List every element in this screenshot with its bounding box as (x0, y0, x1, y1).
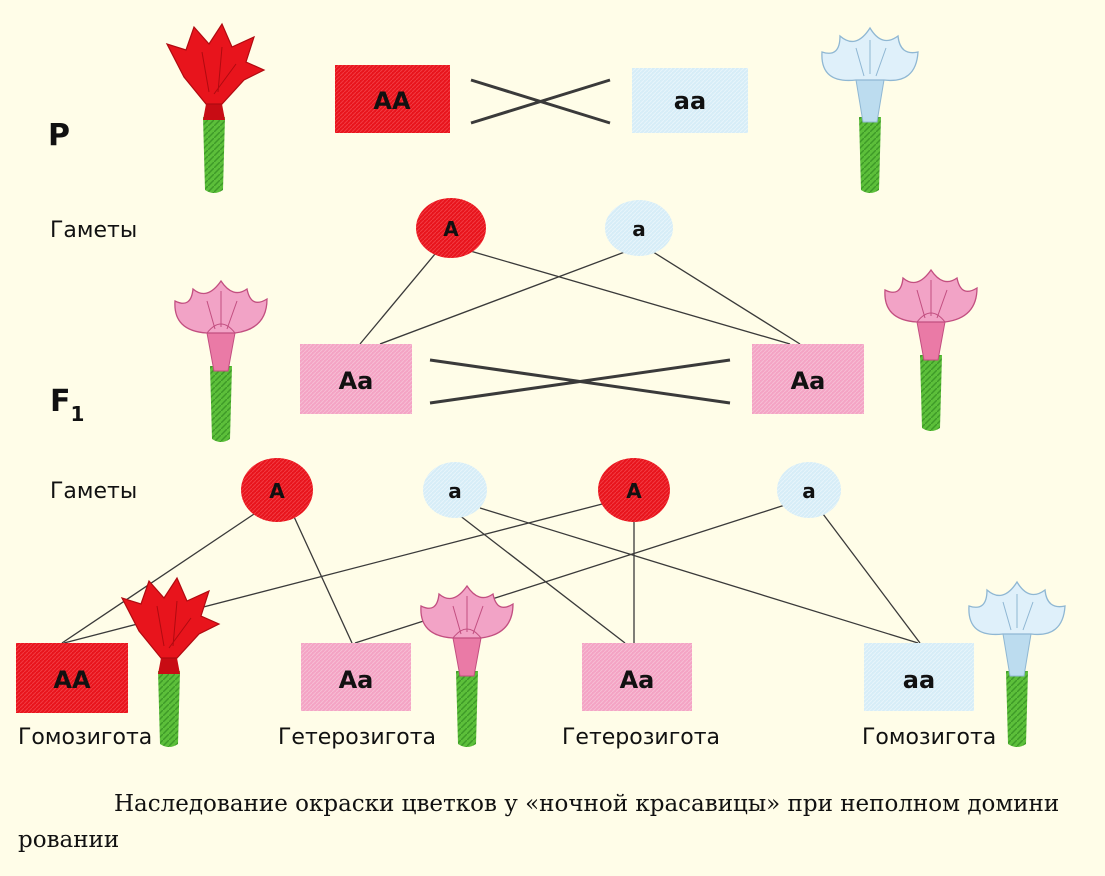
caption-line-2: ровании (18, 827, 120, 853)
parent-genotype-box (335, 65, 450, 133)
parent-genotype-label: aa (674, 87, 706, 115)
gamete-label: A (626, 479, 642, 503)
f1-genotype-label: Aa (791, 367, 826, 395)
figure-caption: Наследование окраски цветков у «ночной к… (18, 786, 1098, 858)
gamete-circle (598, 458, 670, 522)
pink-flower-icon (421, 586, 513, 747)
f1-genotype-box (300, 344, 412, 414)
gamete-label: a (448, 479, 462, 503)
red-flower-icon (167, 24, 264, 193)
gamete-label: a (802, 479, 816, 503)
parent-genotype-box (632, 68, 748, 133)
f2-zygosity-label: Гетерозигота (278, 725, 436, 750)
gamete-circle (416, 198, 486, 258)
pink-flower-icon (885, 270, 977, 431)
blue-flower-icon (822, 28, 918, 193)
f2-zygosity-label: Гетерозигота (562, 725, 720, 750)
gamete-label: A (443, 217, 459, 241)
f1-genotype-box (752, 344, 864, 414)
f2-genotype-box (16, 643, 128, 713)
f2-genotype-label: Aa (339, 666, 374, 694)
caption-line-1: Наследование окраски цветков у «ночной к… (114, 791, 1060, 817)
inheritance-diagram: P Гаметы F1 Гаметы AA aa A a Aa Aa A a A… (16, 0, 1105, 750)
gametes-label: Гаметы (50, 218, 137, 243)
pink-flower-icon (175, 281, 267, 442)
gamete-label: A (269, 479, 285, 503)
gamete-circle (241, 458, 313, 522)
f2-genotype-box (864, 643, 974, 711)
gametes-label: Гаметы (50, 479, 137, 504)
f2-genotype-box (582, 643, 692, 711)
f2-genotype-label: aa (903, 666, 935, 694)
f2-genotype-label: Aa (620, 666, 655, 694)
gamete-circle (605, 200, 673, 256)
f2-zygosity-label: Гомозигота (862, 725, 996, 750)
f2-genotype-label: AA (53, 666, 91, 694)
f1-genotype-label: Aa (339, 367, 374, 395)
f2-genotype-box (301, 643, 411, 711)
gamete-label: a (632, 217, 646, 241)
parent-genotype-label: AA (373, 87, 411, 115)
cross-lines (429, 78, 731, 405)
f2-zygosity-label: Гомозигота (18, 725, 152, 750)
red-flower-icon (122, 578, 219, 747)
p-label: P (48, 118, 70, 153)
gamete-circle (777, 462, 841, 518)
gamete-circle (423, 462, 487, 518)
f1-label: F1 (50, 384, 84, 426)
blue-flower-icon (969, 582, 1065, 747)
